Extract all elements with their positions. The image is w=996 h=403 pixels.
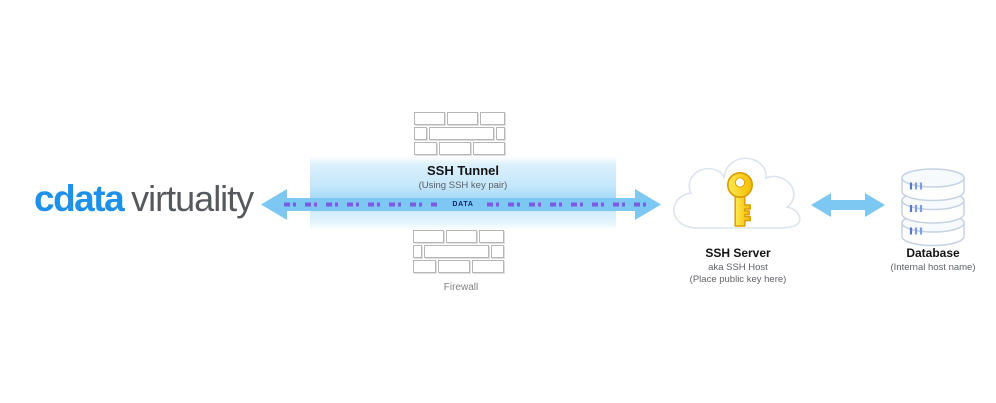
logo-brand-text: cdata [34,178,125,219]
data-flow-arrow-icon [261,189,661,220]
ssh-server-title: SSH Server [705,246,771,260]
firewall-top-icon [414,112,508,157]
double-arrow-icon [811,193,885,217]
tunnel-title: SSH Tunnel [427,163,499,178]
database-icon [901,168,965,247]
cdata-virtuality-logo: cdata virtuality [34,178,254,220]
brick [438,260,470,273]
brick [429,127,494,140]
brick [413,260,436,273]
brick [480,112,505,125]
firewall-bottom-icon [413,230,507,275]
brick [424,245,489,258]
brick [472,260,504,273]
ssh-server-note: (Place public key here) [689,273,787,285]
ssh-server-caption: SSH Server aka SSH Host (Place public ke… [653,246,823,286]
brick [413,245,422,258]
tunnel-subtitle: (Using SSH key pair) [418,180,508,191]
firewall-label: Firewall [443,282,479,293]
brick [479,230,504,243]
brick [439,142,471,155]
ssh-server-subtitle: aka SSH Host [708,262,768,273]
brick [447,112,478,125]
brick [473,142,505,155]
brick [414,142,437,155]
logo-product-text: virtuality [131,178,254,219]
brick [414,112,445,125]
database-subtitle: (Internal host name) [890,262,976,273]
database-caption: Database (Internal host name) [860,246,996,274]
brick [491,245,504,258]
brick [496,127,505,140]
data-label: DATA [452,201,474,208]
database-title: Database [906,246,960,260]
brick [446,230,477,243]
key-icon [727,172,753,227]
brick [413,230,444,243]
ssh-tunnel-band [310,156,616,230]
brick [414,127,427,140]
